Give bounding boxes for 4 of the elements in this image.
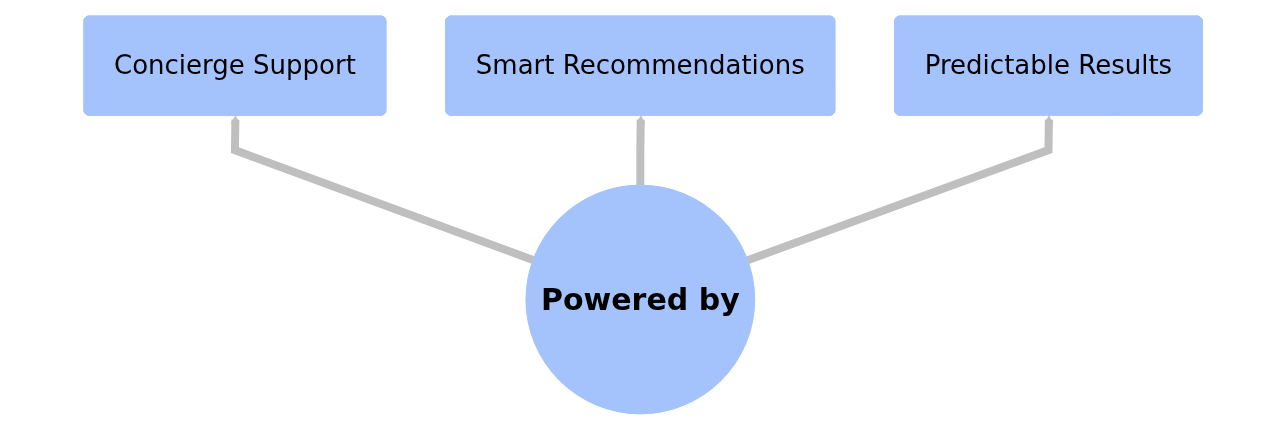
arrow xyxy=(746,115,1054,264)
arrow xyxy=(636,115,646,186)
arrow xyxy=(231,115,535,264)
node-circle: Powered by xyxy=(525,184,756,415)
